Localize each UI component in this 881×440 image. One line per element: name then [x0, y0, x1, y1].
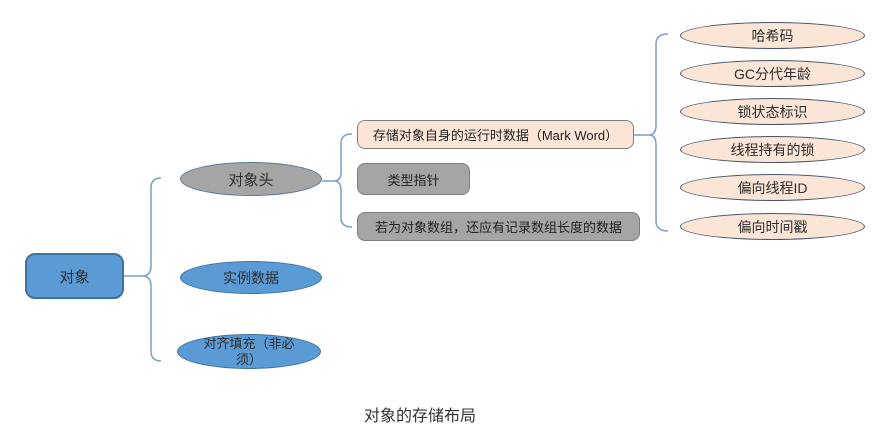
- node-biased-timestamp: 偏向时间戳: [680, 213, 865, 240]
- node-instance-data-label: 实例数据: [223, 269, 279, 286]
- node-hash-code: 哈希码: [680, 22, 865, 49]
- node-object: 对象: [25, 253, 124, 299]
- node-thread-held-lock: 线程持有的锁: [680, 136, 865, 163]
- brace-header-parts: [333, 133, 353, 228]
- node-hash-code-label: 哈希码: [751, 27, 794, 44]
- node-array-length-label: 若为对象数组，还应有记录数组长度的数据: [374, 220, 622, 235]
- node-array-length: 若为对象数组，还应有记录数组长度的数据: [357, 212, 640, 241]
- node-gc-age-label: GC分代年龄: [734, 65, 811, 82]
- brace-object-parts: [141, 177, 162, 362]
- node-instance-data: 实例数据: [180, 261, 322, 294]
- node-object-label: 对象: [59, 268, 90, 286]
- node-biased-thread-id: 偏向线程ID: [680, 174, 865, 201]
- diagram-caption: 对象的存储布局: [363, 408, 476, 425]
- node-biased-thread-id-label: 偏向线程ID: [737, 179, 808, 196]
- node-lock-state-flag-label: 锁状态标识: [737, 103, 808, 120]
- node-biased-timestamp-label: 偏向时间戳: [737, 218, 808, 235]
- node-type-pointer-label: 类型指针: [387, 172, 440, 188]
- node-alignment-padding-label: 对齐填充（非必须）: [203, 335, 295, 367]
- node-object-header: 对象头: [180, 162, 322, 196]
- node-lock-state-flag: 锁状态标识: [680, 98, 865, 125]
- node-mark-word: 存储对象自身的运行时数据（Mark Word）: [357, 120, 634, 149]
- brace-markword-parts: [648, 33, 669, 232]
- node-thread-held-lock-label: 线程持有的锁: [730, 141, 815, 158]
- node-object-header-label: 对象头: [228, 171, 274, 189]
- node-gc-age: GC分代年龄: [680, 60, 865, 87]
- node-alignment-padding: 对齐填充（非必须）: [177, 334, 321, 369]
- node-type-pointer: 类型指针: [357, 163, 470, 195]
- node-mark-word-label: 存储对象自身的运行时数据（Mark Word）: [372, 128, 619, 143]
